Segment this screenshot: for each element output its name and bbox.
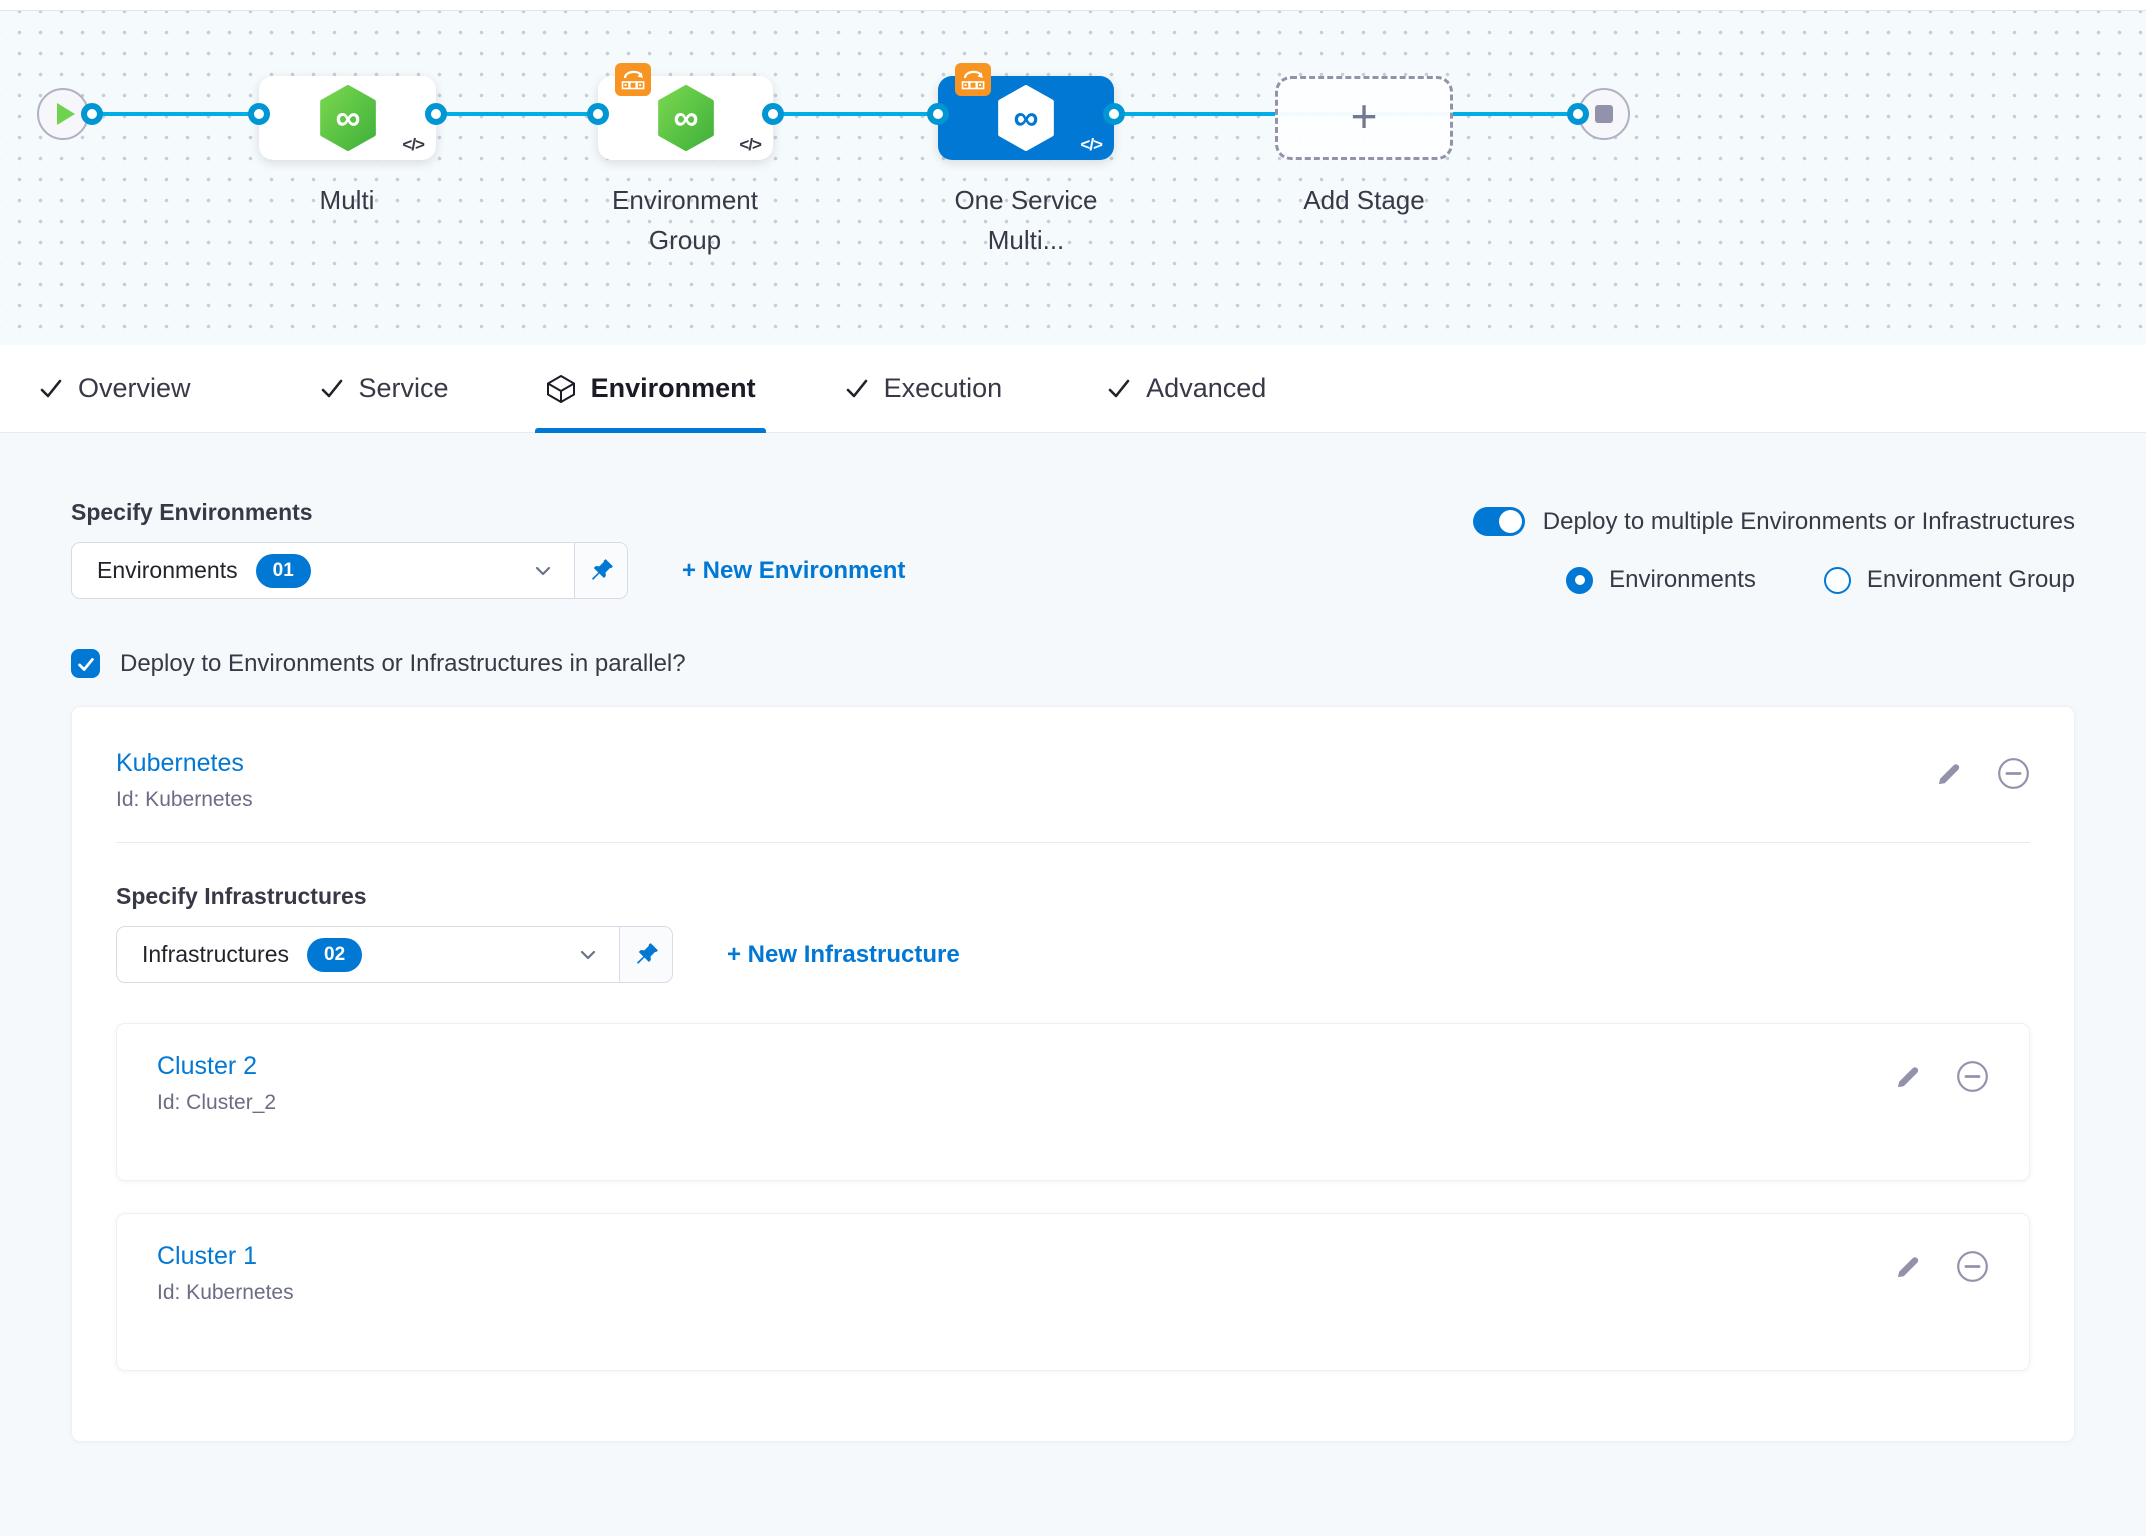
infrastructures-count-badge: 02 [307, 937, 363, 972]
specify-infrastructures-label: Specify Infrastructures [116, 883, 367, 909]
environment-layers-icon [545, 373, 577, 405]
check-icon [319, 376, 345, 402]
chevron-down-icon[interactable] [530, 558, 556, 584]
check-icon [1106, 376, 1132, 402]
code-icon: </> [402, 135, 425, 154]
radio-environments-label: Environments [1609, 566, 1756, 593]
code-icon: </> [1080, 135, 1103, 154]
toggle-knob [1498, 510, 1522, 533]
tab-execution[interactable]: Execution [834, 345, 1013, 432]
connector-port [81, 103, 103, 125]
environments-select[interactable]: Environments 01 [72, 543, 574, 598]
stage-label: One Service Multi... [954, 185, 1098, 256]
infrastructures-select[interactable]: Infrastructures 02 [117, 927, 619, 982]
play-icon [56, 103, 75, 125]
chevron-down-icon[interactable] [575, 942, 601, 968]
deploy-parallel-checkbox[interactable] [71, 649, 100, 678]
edit-environment-button[interactable] [1936, 760, 1963, 787]
edit-pencil-icon [1897, 1257, 1919, 1278]
environment-card-kubernetes: Kubernetes Id: Kubernetes Specify In [71, 706, 2075, 1442]
remove-minus-icon [1998, 758, 2029, 789]
pin-environments-button[interactable] [574, 543, 627, 598]
remove-minus-icon [1957, 1061, 1988, 1092]
specify-environments-label: Specify Environments [71, 499, 313, 525]
tab-label: Overview [78, 373, 191, 403]
infrastructures-select-value: Infrastructures [142, 941, 289, 967]
check-icon [844, 376, 870, 402]
infrastructure-card-cluster-1: Cluster 1 Id: Kubernetes [116, 1213, 2030, 1371]
radio-environment-group-label: Environment Group [1866, 566, 2075, 593]
edit-pencil-icon [1938, 764, 1960, 785]
svg-text:∞: ∞ [1014, 98, 1039, 137]
stage-node-multi[interactable]: ∞ </> [259, 76, 436, 160]
environment-title-link[interactable]: Kubernetes [116, 749, 244, 777]
plus-icon: + [1350, 90, 1378, 142]
edit-pencil-icon [1897, 1067, 1919, 1088]
infrastructures-select-group: Infrastructures 02 [116, 926, 673, 983]
svg-text:∞: ∞ [335, 98, 360, 137]
new-environment-link[interactable]: + New Environment [682, 556, 906, 584]
tab-label: Service [358, 373, 449, 403]
remove-environment-button[interactable] [1997, 757, 2030, 790]
remove-infrastructure-button[interactable] [1956, 1250, 1989, 1283]
divider [116, 842, 2030, 843]
pin-icon [636, 943, 658, 964]
environment-id: Id: Kubernetes [116, 788, 253, 811]
edit-infrastructure-button[interactable] [1895, 1253, 1922, 1280]
tab-advanced[interactable]: Advanced [1096, 345, 1276, 432]
infrastructure-id: Id: Cluster_2 [157, 1091, 277, 1114]
connector-port [587, 103, 609, 125]
connector-port [927, 103, 949, 125]
environments-select-group: Environments 01 [71, 542, 628, 599]
infrastructure-title-link[interactable]: Cluster 1 [157, 1242, 258, 1270]
check-icon [38, 376, 64, 402]
infrastructure-title-link[interactable]: Cluster 2 [157, 1052, 258, 1080]
pin-icon [591, 559, 613, 580]
deploy-parallel-checkbox-label: Deploy to Environments or Infrastructure… [120, 649, 686, 677]
tab-label: Execution [883, 373, 1003, 403]
connector-port [425, 103, 447, 125]
cd-hexagon-icon: ∞ [998, 85, 1054, 151]
tab-service[interactable]: Service [309, 345, 459, 432]
add-stage-button[interactable]: + [1275, 76, 1453, 160]
code-icon: </> [739, 135, 762, 154]
cd-hexagon-icon: ∞ [657, 85, 714, 151]
check-icon [77, 657, 94, 671]
connector-port [248, 103, 270, 125]
connector-port [1567, 103, 1589, 125]
tab-overview[interactable]: Overview [28, 345, 201, 432]
infrastructure-id: Id: Kubernetes [157, 1281, 294, 1304]
environments-count-badge: 01 [255, 553, 311, 588]
stage-config-tabs: Overview Service Environment Execution A… [0, 345, 2146, 433]
svg-text:∞: ∞ [673, 98, 698, 137]
stage-label: Environment Group [612, 185, 758, 256]
deploy-multiple-toggle[interactable] [1472, 507, 1525, 536]
connector-port [762, 103, 784, 125]
tab-label: Advanced [1146, 373, 1267, 403]
pin-infrastructures-button[interactable] [619, 927, 672, 982]
stage-label: Multi [319, 185, 375, 215]
stage-label: Add Stage [1303, 185, 1425, 215]
canvas-top-strip [0, 0, 2146, 11]
pipeline-start-node[interactable] [37, 88, 89, 140]
radio-environments[interactable] [1566, 566, 1594, 594]
connector-port [1103, 103, 1125, 125]
deploy-multiple-toggle-label: Deploy to multiple Environments or Infra… [1542, 507, 2075, 535]
pipeline-canvas[interactable]: ∞ </> ∞ </> ∞ </> [0, 11, 2146, 345]
edit-infrastructure-button[interactable] [1895, 1063, 1922, 1090]
radio-environment-group[interactable] [1823, 566, 1851, 594]
tab-label: Environment [590, 373, 756, 403]
remove-minus-icon [1957, 1251, 1988, 1282]
stop-icon [1595, 105, 1613, 123]
environments-select-value: Environments [97, 557, 238, 583]
cd-hexagon-icon: ∞ [319, 85, 376, 151]
new-infrastructure-link[interactable]: + New Infrastructure [727, 940, 960, 968]
stage-node-environment-group[interactable]: ∞ </> [598, 76, 773, 160]
tab-environment[interactable]: Environment [534, 345, 766, 433]
rollback-badge-icon [955, 63, 991, 96]
infrastructure-card-cluster-2: Cluster 2 Id: Cluster_2 [116, 1023, 2030, 1181]
remove-infrastructure-button[interactable] [1956, 1060, 1989, 1093]
pipeline-connector-line [80, 112, 1590, 116]
rollback-badge-icon [615, 63, 651, 96]
